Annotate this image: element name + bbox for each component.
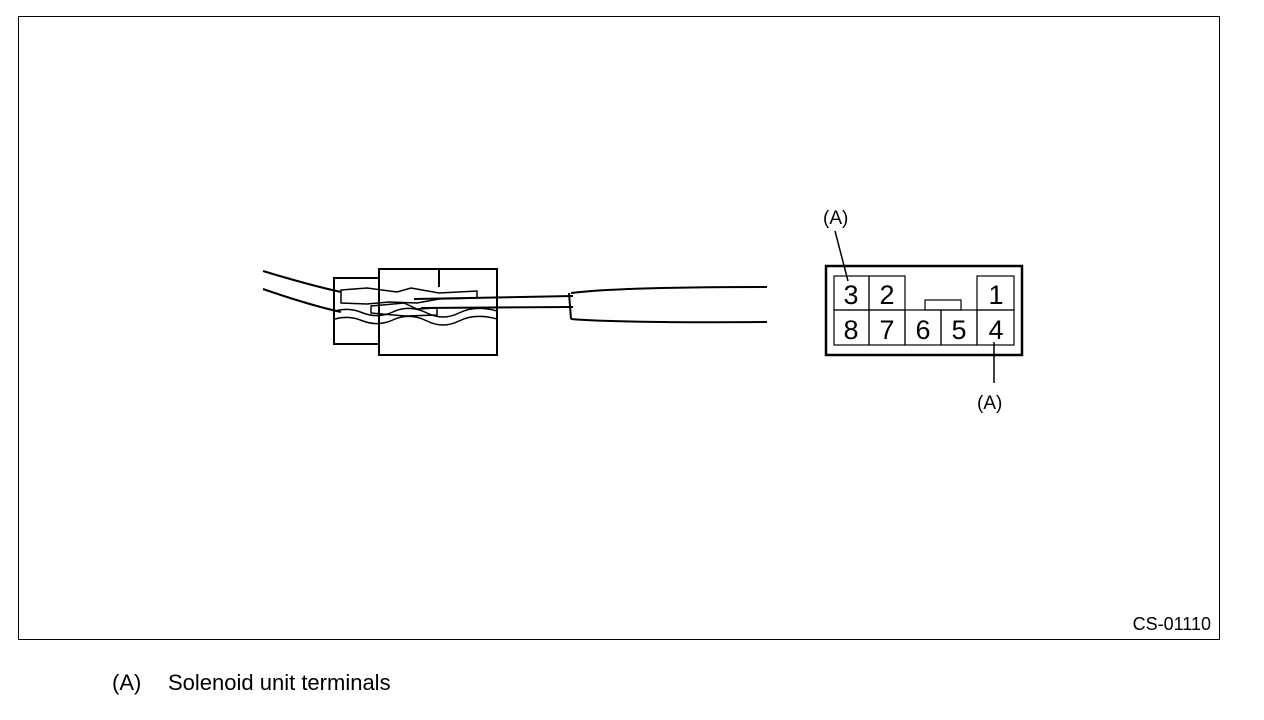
svg-text:4: 4 xyxy=(988,315,1003,345)
svg-text:8: 8 xyxy=(843,315,858,345)
pin-4: 4 xyxy=(976,309,1015,346)
callout-a-bottom: (A) xyxy=(977,393,1003,414)
terminal-connector-face: 3 2 1 8 7 6 xyxy=(824,264,1024,357)
callout-a-top: (A) xyxy=(823,208,849,229)
svg-text:7: 7 xyxy=(879,315,894,345)
connector-terminal xyxy=(340,287,478,305)
diagram-canvas: 3 2 1 8 7 6 xyxy=(262,230,1024,383)
wire-lower xyxy=(262,288,342,313)
figure-frame: 3 2 1 8 7 6 xyxy=(18,16,1220,640)
connector-probe-illustration xyxy=(262,268,768,356)
cutaway-line-upper xyxy=(334,307,498,318)
cutaway-line-lower xyxy=(334,315,498,326)
svg-text:2: 2 xyxy=(879,280,894,310)
legend-text: Solenoid unit terminals xyxy=(168,670,391,695)
pin-1: 1 xyxy=(976,275,1015,311)
connector-face-outer xyxy=(824,264,1024,357)
probe-handle xyxy=(568,286,768,324)
probe-needle-lower xyxy=(420,306,574,309)
pin-3: 3 xyxy=(833,275,870,311)
svg-text:5: 5 xyxy=(951,315,966,345)
probe-needle xyxy=(413,295,574,300)
wire-upper xyxy=(262,270,342,293)
svg-text:6: 6 xyxy=(915,315,930,345)
pin-2: 2 xyxy=(868,275,906,311)
legend-key: (A) xyxy=(112,670,142,695)
figure-code: CS-01110 xyxy=(1132,614,1211,634)
connector-latch xyxy=(924,299,962,311)
pin-5: 5 xyxy=(940,309,978,346)
leader-line-top xyxy=(834,230,849,282)
pin-8: 8 xyxy=(833,309,870,346)
svg-text:1: 1 xyxy=(988,280,1003,310)
pin-6: 6 xyxy=(904,309,942,346)
pin-7: 7 xyxy=(868,309,906,346)
legend: (A) Solenoid unit terminals xyxy=(112,670,391,696)
svg-text:3: 3 xyxy=(843,280,858,310)
